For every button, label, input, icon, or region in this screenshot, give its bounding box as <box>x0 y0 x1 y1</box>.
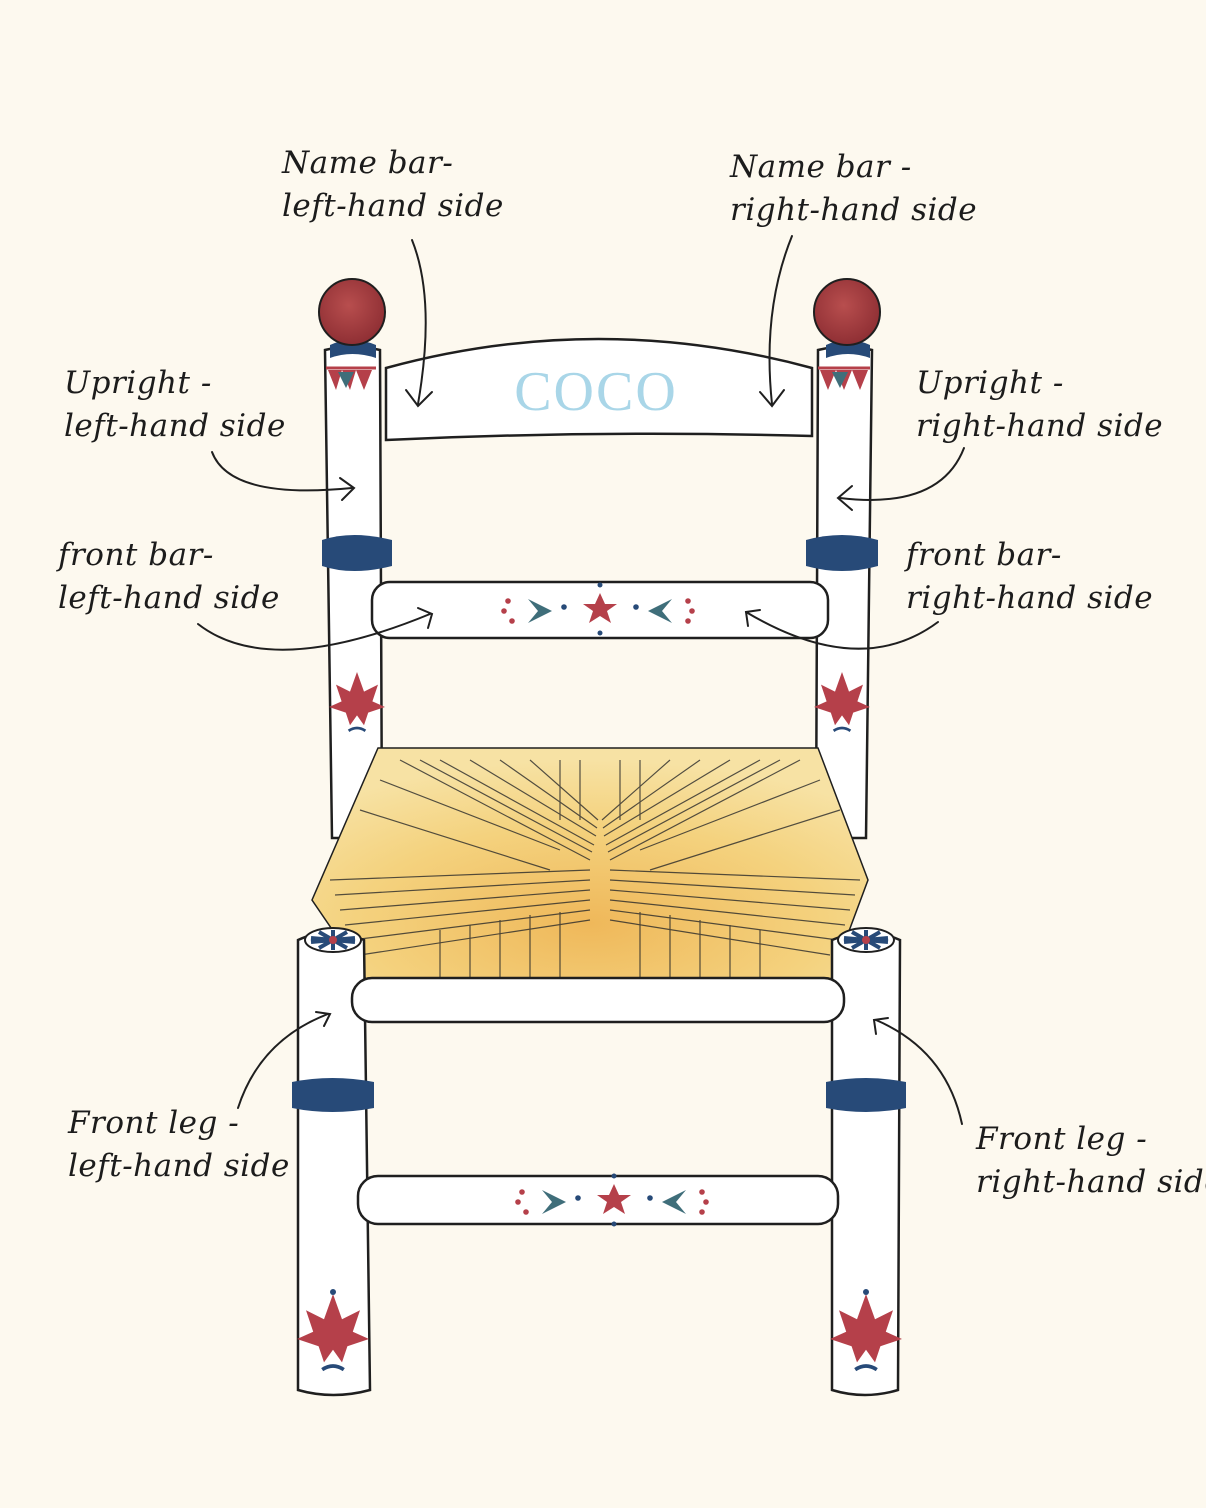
label-line: Name bar - <box>730 149 912 185</box>
label-line: Front leg - <box>976 1121 1148 1157</box>
label-line: Name bar- <box>282 145 454 181</box>
knob-left <box>318 278 386 346</box>
label-line: left-hand side <box>282 188 504 224</box>
front-leg-right <box>826 926 906 1397</box>
label-front-bar-right: front bar- right-hand side <box>906 534 1153 620</box>
rush-seat <box>311 747 869 983</box>
label-line: right-hand side <box>976 1164 1206 1200</box>
label-name-bar-right: Name bar - right-hand side <box>730 146 977 232</box>
name-bar: COCO <box>384 337 814 442</box>
label-line: front bar- <box>58 537 214 573</box>
upright-right <box>806 340 878 840</box>
label-upright-right: Upright - right-hand side <box>916 362 1163 448</box>
label-front-leg-right: Front leg - right-hand side <box>976 1118 1206 1204</box>
front-leg-left <box>292 926 374 1397</box>
label-line: Upright - <box>64 365 212 401</box>
label-line: left-hand side <box>64 408 286 444</box>
label-line: Front leg - <box>68 1105 240 1141</box>
label-name-bar-left: Name bar- left-hand side <box>282 142 504 228</box>
label-front-leg-left: Front leg - left-hand side <box>68 1102 290 1188</box>
label-line: left-hand side <box>68 1148 290 1184</box>
label-line: right-hand side <box>730 192 978 228</box>
label-front-bar-left: front bar- left-hand side <box>58 534 280 620</box>
front-bar-back <box>370 580 830 640</box>
label-line: front bar- <box>906 537 1062 573</box>
label-line: right-hand side <box>916 408 1164 444</box>
front-stretcher <box>356 1173 840 1227</box>
label-upright-left: Upright - left-hand side <box>64 362 286 448</box>
upright-left <box>322 340 392 840</box>
seat-front-rail <box>350 976 846 1024</box>
name-bar-text: COCO <box>514 361 678 423</box>
knob-right <box>813 278 881 346</box>
label-line: Upright - <box>916 365 1064 401</box>
label-line: left-hand side <box>58 580 280 616</box>
label-line: right-hand side <box>906 580 1154 616</box>
pointer-arrows <box>197 235 965 1125</box>
